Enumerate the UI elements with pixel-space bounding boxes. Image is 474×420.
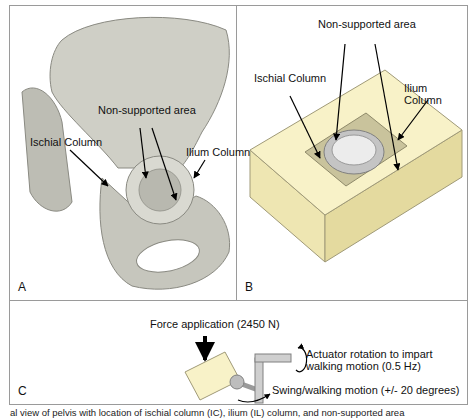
callout-label: Non-supported area [318,18,428,30]
callout-label: Ischial Column [30,136,120,148]
figure-panel: B [236,5,468,301]
callout-label: Force application (2450 N) [150,318,290,330]
callout-label: Actuator rotation to impart walking moti… [306,348,456,372]
callout-label: Ilium Column [186,146,266,158]
callout-label: Ilium Column [404,82,466,106]
test-block-illustration [250,44,462,262]
figure-caption: al view of pelvis with location of ischi… [10,407,404,418]
callout-label: Swing/walking motion (+/- 20 degrees) [272,384,464,396]
panel-letter: B [245,280,253,294]
callout-label: Non-supported area [98,104,198,116]
panel-letter: A [18,280,26,294]
callout-label: Ischial Column [254,72,344,84]
panel-letter: C [18,384,27,398]
